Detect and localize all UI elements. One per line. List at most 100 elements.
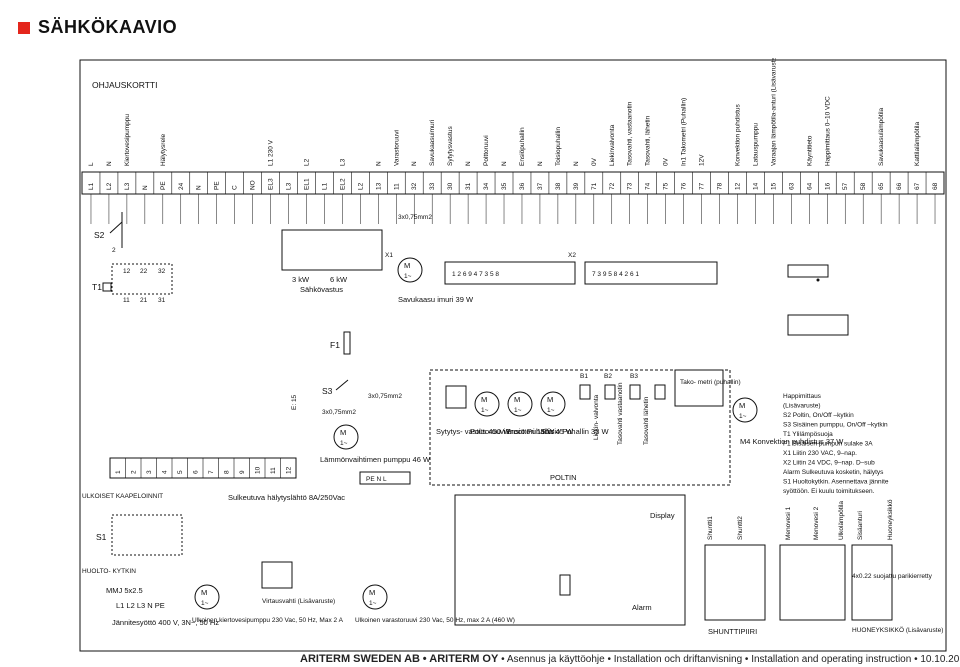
legend-line: S1 Huoltokytkin. Asennettava jännite	[783, 479, 889, 486]
svg-text:M: M	[340, 428, 346, 437]
terminal-label: L	[88, 162, 95, 166]
burner-motors: Sytytys- vastus 450 W M1~ Polttoruuvi mo…	[436, 385, 609, 436]
terminal-label: N	[537, 161, 544, 166]
svg-text:M: M	[369, 588, 375, 597]
terminal-label: Savukaasulämpötila	[878, 107, 885, 166]
bottom-column-label: Menovesi 1	[785, 506, 792, 540]
svg-text:Lämmönvaihtimen pumppu 46 W: Lämmönvaihtimen pumppu 46 W	[320, 455, 431, 464]
svg-text:F1: F1	[330, 340, 340, 350]
svg-text:Ensiö Puhallin 45 W: Ensiö Puhallin 45 W	[506, 427, 574, 436]
terminal-label: N	[501, 161, 508, 166]
svg-text:Alarm: Alarm	[632, 603, 652, 612]
footer-text: • Asennus ja käyttöohje • Installation o…	[501, 654, 960, 665]
terminal-number: NO	[250, 180, 257, 190]
svg-text:M: M	[201, 588, 207, 597]
terminal-number: 32	[411, 182, 418, 190]
terminal-label: Savukaasuimuri	[429, 120, 436, 166]
svg-text:L1 L2 L3 N PE: L1 L2 L3 N PE	[116, 601, 165, 610]
lower-terminal-number: 12	[285, 466, 292, 474]
svg-text:3x0,75mm2: 3x0,75mm2	[368, 393, 402, 400]
svg-text:SHUNTTIPIIRI: SHUNTTIPIIRI	[708, 627, 757, 636]
svg-text:POLTIN: POLTIN	[550, 473, 577, 482]
terminal-label: Toisiopuhallin	[555, 127, 562, 166]
terminal-number: PE	[214, 181, 221, 190]
terminal-number: L1	[88, 182, 95, 190]
terminal-number: 30	[447, 182, 454, 190]
svg-text:HUONEYKSIKKÖ (Lisävaruste): HUONEYKSIKKÖ (Lisävaruste)	[852, 626, 943, 634]
terminal-number: 57	[842, 182, 849, 190]
terminal-number: 37	[537, 182, 544, 190]
svg-text:Sulkeutuva hälytyslähtö 8A/250: Sulkeutuva hälytyslähtö 8A/250Vac	[228, 493, 345, 502]
svg-text:B1: B1	[580, 373, 588, 380]
oxygen-module	[787, 264, 849, 336]
terminal-label: Happimittaus 0–10 VDC	[824, 96, 831, 166]
svg-text:Jännitesyöttö 400 V, 3N~, 50 H: Jännitesyöttö 400 V, 3N~, 50 Hz	[112, 618, 219, 627]
card-title: OHJAUSKORTTI	[92, 80, 158, 90]
terminal-number: 77	[699, 182, 706, 190]
terminal-number: 33	[429, 182, 436, 190]
svg-text:1~: 1~	[514, 407, 522, 414]
terminal-label: Ensiöpuhallin	[519, 127, 526, 166]
bottom-column-label: Menovesi 2	[813, 506, 820, 540]
svg-text:Toisio Puhallin 33 W: Toisio Puhallin 33 W	[541, 427, 609, 436]
svg-text:M: M	[481, 395, 487, 404]
terminal-number: EL2	[339, 178, 346, 190]
terminal-number: L3	[124, 182, 131, 190]
svg-text:X1: X1	[385, 252, 393, 259]
terminal-number: 15	[770, 182, 777, 190]
svg-text:Tasovahti vastaanotin: Tasovahti vastaanotin	[617, 382, 624, 445]
terminal-number: N	[196, 185, 203, 190]
terminal-number: 67	[914, 182, 921, 190]
svg-text:3 kW: 3 kW	[292, 275, 310, 284]
terminal-number: L3	[286, 182, 293, 190]
terminal-label: Käyntitieto	[806, 135, 813, 166]
svg-text:Sytytys- vastus 450 W: Sytytys- vastus 450 W	[436, 427, 511, 436]
legend-line: (Lisävaruste)	[783, 403, 821, 410]
terminal-number: 13	[375, 182, 382, 190]
terminal-number: EL3	[268, 178, 275, 190]
svg-text:S1: S1	[96, 532, 107, 542]
svg-text:1~: 1~	[404, 273, 412, 280]
terminal-number: L2	[106, 182, 113, 190]
terminal-number: 36	[519, 182, 526, 190]
terminal-label: Varastoruuvi	[393, 130, 400, 166]
svg-text:Display: Display	[650, 511, 675, 520]
svg-text:B3: B3	[630, 373, 638, 380]
title-bar: SÄHKÖKAAVIO	[0, 0, 960, 58]
svg-text:S3: S3	[322, 386, 333, 396]
svg-text:1~: 1~	[340, 440, 348, 447]
svg-text:E: 15: E: 15	[291, 394, 298, 410]
lower-terminal-number: 7	[208, 470, 215, 474]
svg-text:Tako- metri (puhallin): Tako- metri (puhallin)	[680, 379, 741, 386]
svg-text:1~: 1~	[201, 600, 209, 607]
legend-line: X1 Liitin 230 VAC, 9–nap.	[783, 450, 857, 457]
terminal-label: 0V	[663, 157, 670, 166]
page-title: SÄHKÖKAAVIO	[38, 17, 178, 37]
svg-text:PE N L: PE N L	[366, 476, 387, 483]
terminal-label: Tasovahti, lähetin	[645, 115, 652, 166]
terminal-label: N	[465, 161, 472, 166]
legend-line: X2 Liitin 24 VDC, 9–nap. D–sub	[783, 460, 875, 467]
terminal-number: 12	[734, 182, 741, 190]
heater-block: 3 kW 6 kW Sähkövastus	[281, 229, 383, 294]
terminal-number: 38	[555, 182, 562, 190]
bottom-column-label: Shuntti1	[707, 516, 714, 540]
lower-terminal-number: 6	[192, 470, 199, 474]
svg-text:3x0,75mm2: 3x0,75mm2	[398, 214, 432, 221]
svg-text:6 kW: 6 kW	[330, 275, 348, 284]
svg-text:31: 31	[158, 297, 166, 304]
external-cabling: ULKOISET KAAPELOINNIT S1 HUOLTO- KYTKIN …	[82, 493, 515, 627]
svg-text:M: M	[404, 261, 410, 270]
terminal-number: 64	[806, 182, 813, 190]
svg-text:3x0,75mm2: 3x0,75mm2	[322, 409, 356, 416]
terminal-number: 35	[501, 182, 508, 190]
svg-text:Savukaasu imuri 39 W: Savukaasu imuri 39 W	[398, 295, 474, 304]
terminal-number: 14	[752, 182, 759, 190]
svg-text:1 2 6 9 4 7: 1 2 6 9 4 7 3 5 8	[452, 271, 499, 278]
